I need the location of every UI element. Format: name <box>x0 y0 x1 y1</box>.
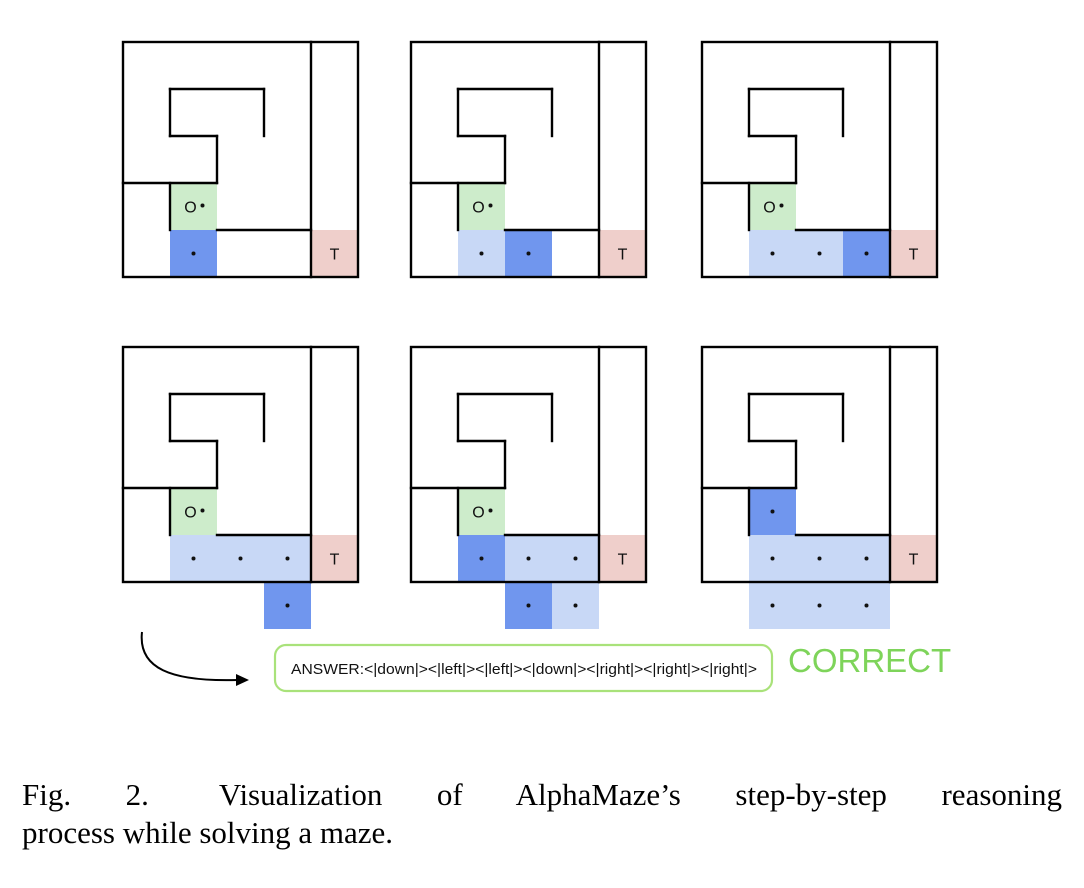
path-dot <box>770 509 775 514</box>
target-cell <box>599 230 646 277</box>
maze-border <box>700 40 939 279</box>
origin-cell <box>749 183 796 230</box>
maze-border <box>409 345 648 584</box>
path-dot <box>573 603 578 608</box>
path-dot <box>191 251 196 256</box>
path-dot <box>526 251 531 256</box>
path-dot <box>488 508 493 513</box>
path-dot <box>191 556 196 561</box>
origin-label: O <box>472 200 484 217</box>
target-label: T <box>330 247 340 264</box>
answer-box: ANSWER:<|down|><|left|><|left|><|down|><… <box>273 643 774 693</box>
path-dot <box>479 251 484 256</box>
target-cell <box>890 535 937 582</box>
target-label: T <box>909 247 919 264</box>
path-dot <box>864 603 869 608</box>
maze-panel-step-1: OT <box>121 40 360 279</box>
path-dot <box>817 603 822 608</box>
origin-label: O <box>184 505 196 522</box>
target-cell <box>311 230 358 277</box>
path-dot <box>479 556 484 561</box>
path-dot <box>770 556 775 561</box>
maze-border <box>121 345 360 584</box>
path-dot <box>285 603 290 608</box>
curved-arrow-icon <box>140 631 249 686</box>
path-dot <box>770 251 775 256</box>
path-dot <box>770 603 775 608</box>
target-cell <box>890 230 937 277</box>
target-label: T <box>330 552 340 569</box>
maze-panel-step-6: T <box>700 345 939 629</box>
figure-caption: Fig. 2. Visualization of AlphaMaze’s ste… <box>22 776 1062 852</box>
target-cell <box>599 535 646 582</box>
maze-border <box>409 40 648 279</box>
caption-figure-number: Fig. 2. <box>22 777 149 812</box>
answer-text: ANSWER:<|down|><|left|><|left|><|down|><… <box>291 662 757 678</box>
path-dot <box>285 556 290 561</box>
path-dot <box>817 251 822 256</box>
maze-panel-step-4: OT <box>121 345 360 629</box>
caption-line-2: process while solving a maze. <box>22 814 394 850</box>
path-dot <box>488 203 493 208</box>
maze-panel-step-3: OT <box>700 40 939 279</box>
origin-label: O <box>472 505 484 522</box>
maze-panel-step-5: OT <box>409 345 648 629</box>
path-dot <box>779 203 784 208</box>
maze-border <box>121 40 360 279</box>
target-label: T <box>618 552 628 569</box>
origin-cell <box>170 488 217 535</box>
origin-label: O <box>763 200 775 217</box>
path-dot <box>864 251 869 256</box>
maze-border <box>700 345 939 584</box>
origin-cell <box>170 183 217 230</box>
caption-line-1: Visualization of AlphaMaze’s step-by-ste… <box>218 777 1062 812</box>
path-dot <box>238 556 243 561</box>
path-dot <box>573 556 578 561</box>
path-dot <box>864 556 869 561</box>
path-dot <box>817 556 822 561</box>
maze-panel-step-2: OT <box>409 40 648 279</box>
origin-cell <box>458 488 505 535</box>
origin-cell <box>458 183 505 230</box>
target-label: T <box>909 552 919 569</box>
path-dot <box>526 603 531 608</box>
path-dot <box>526 556 531 561</box>
path-dot <box>200 508 205 513</box>
path-dot <box>200 203 205 208</box>
correct-label: CORRECT <box>788 642 951 679</box>
target-cell <box>311 535 358 582</box>
target-label: T <box>618 247 628 264</box>
origin-label: O <box>184 200 196 217</box>
